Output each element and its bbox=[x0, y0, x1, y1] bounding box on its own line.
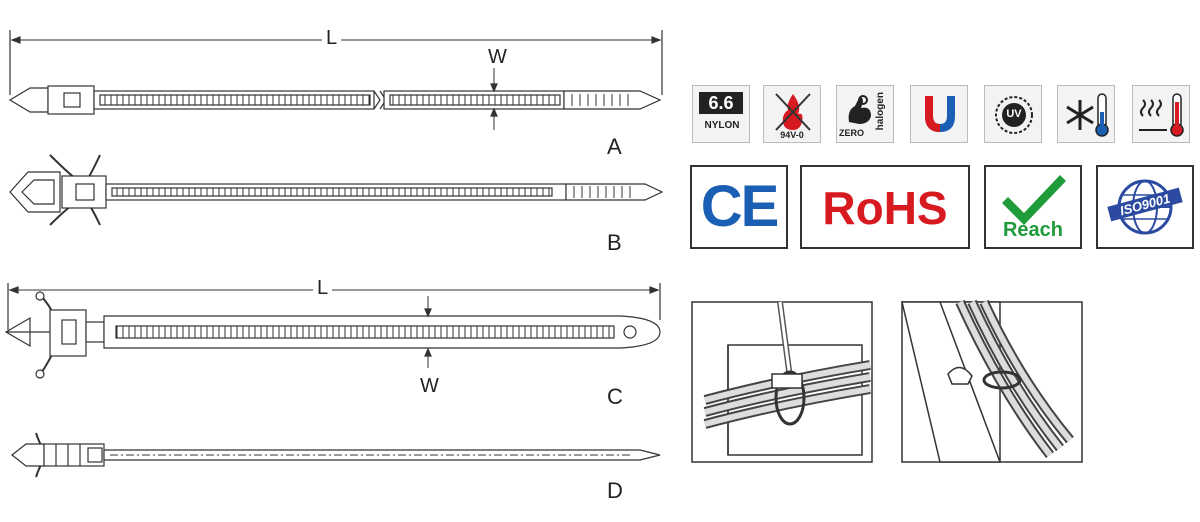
width-label-c: W bbox=[420, 375, 439, 397]
uv-icon: UV bbox=[984, 85, 1042, 143]
flame-rating-text: 94V-0 bbox=[780, 130, 804, 140]
tie-b bbox=[9, 154, 664, 226]
heat-icon bbox=[1132, 85, 1190, 143]
variant-label-d: D bbox=[607, 478, 623, 503]
reach-text: Reach bbox=[1002, 219, 1064, 241]
uv-text: UV bbox=[1006, 108, 1022, 120]
tie-a bbox=[8, 30, 663, 130]
flame-rating-icon: 94V-0 bbox=[763, 85, 821, 143]
rohs-text: RoHS bbox=[822, 182, 948, 234]
mounting-illustration-1 bbox=[691, 301, 873, 463]
length-label-a: L bbox=[322, 27, 342, 50]
variant-label-b: B bbox=[607, 230, 622, 255]
tie-d bbox=[11, 432, 661, 478]
variant-label-c: C bbox=[607, 384, 623, 409]
tie-c bbox=[4, 283, 661, 379]
nylon-grade-text: 6.6 bbox=[699, 92, 743, 114]
length-label-c: L bbox=[313, 277, 333, 300]
rohs-mark: RoHS bbox=[800, 165, 970, 249]
ce-text: CE bbox=[700, 174, 780, 239]
iso-mark: ISO9001 bbox=[1096, 165, 1194, 249]
nylon-text: NYLON bbox=[704, 120, 740, 131]
zero-halogen-icon: ZERO halogen bbox=[836, 85, 894, 143]
zero-text: ZERO bbox=[839, 128, 865, 138]
ce-mark: CE bbox=[690, 165, 788, 249]
width-label-a: W bbox=[488, 46, 507, 68]
reach-mark: Reach bbox=[984, 165, 1082, 249]
magnet-icon bbox=[910, 85, 968, 143]
variant-label-a: A bbox=[607, 134, 622, 159]
halogen-text: halogen bbox=[875, 92, 886, 131]
nylon-66-icon: 6.6 NYLON bbox=[692, 85, 750, 143]
mounting-illustration-2 bbox=[901, 299, 1083, 463]
snowflake-icon bbox=[1057, 85, 1115, 143]
